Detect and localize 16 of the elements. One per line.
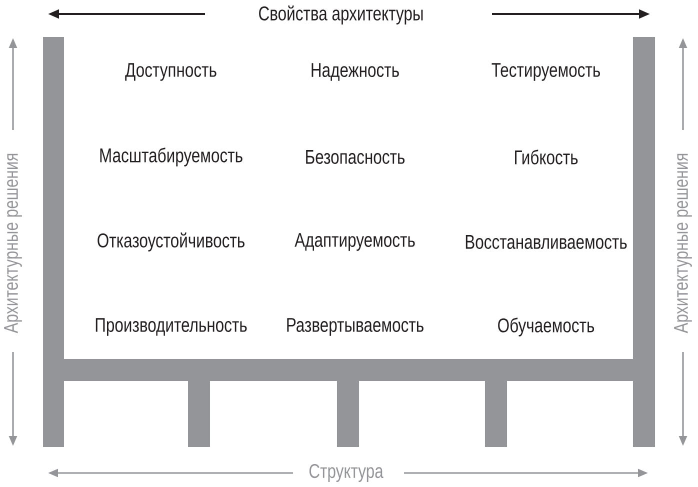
property-label: Адаптируемость [294, 233, 415, 251]
property-label: Безопасность [306, 150, 405, 164]
property-label: Отказоустойчивость [98, 232, 244, 252]
property-label: Восстанавливаемость [466, 235, 627, 249]
property-label: Производительность [96, 318, 247, 336]
axis-label: Архитектурные решения [4, 154, 22, 334]
property-label: Масштабируемость [100, 148, 242, 166]
property-label: Обучаемость [498, 318, 594, 336]
property-label: Развертываемость [287, 318, 424, 336]
property-label: Надежность [312, 63, 399, 81]
axis-label: Структура [309, 464, 384, 482]
axis-label: Архитектурные решения [674, 154, 692, 334]
property-label: Тестируемость [492, 63, 600, 81]
property-label: Доступность [125, 63, 216, 81]
property-label: Гибкость [515, 150, 578, 164]
axis-label: Свойства архитектуры [259, 6, 423, 24]
